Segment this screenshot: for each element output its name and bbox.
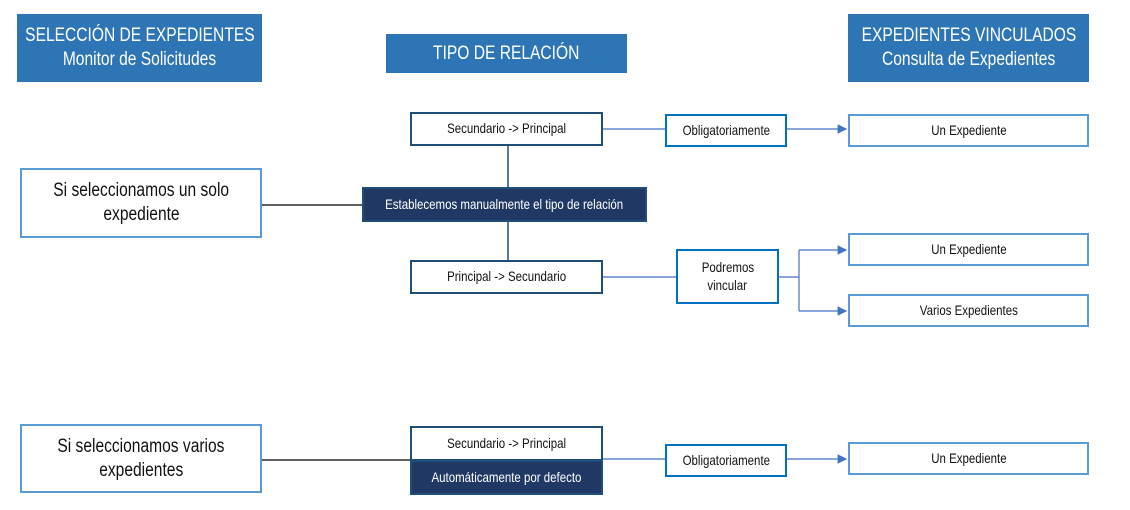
header-title: TIPO DE RELACIÓN: [433, 42, 580, 64]
varios-expedientes-box: Varios Expedientes: [848, 294, 1089, 327]
un-expediente-box: Un Expediente: [848, 442, 1089, 475]
obligatorio-box: Obligatoriamente: [665, 114, 787, 147]
label: Obligatoriamente: [682, 451, 770, 468]
header-subtitle: Consulta de Expedientes: [881, 49, 1056, 70]
header-subtitle: Monitor de Solicitudes: [62, 49, 217, 70]
auto-default-box: Automáticamente por defecto: [410, 460, 603, 495]
label: Podremos: [701, 259, 754, 275]
sec-prin-box: Secundario -> Principal: [410, 112, 603, 146]
header-title: SELECCIÓN DE EXPEDIENTES: [24, 25, 255, 47]
header-tipo-relacion: TIPO DE RELACIÓN: [386, 34, 627, 73]
label: Si seleccionamos varios: [57, 435, 225, 457]
label: Varios Expedientes: [919, 301, 1018, 318]
label: vincular: [707, 276, 748, 293]
label: Si seleccionamos un solo: [53, 180, 229, 202]
label: expedientes: [98, 459, 184, 481]
label: expediente: [102, 204, 180, 225]
header-seleccion: SELECCIÓN DE EXPEDIENTES Monitor de Soli…: [17, 14, 262, 82]
header-vinculados: EXPEDIENTES VINCULADOS Consulta de Exped…: [848, 14, 1089, 82]
label: Establecemos manualmente el tipo de rela…: [385, 195, 624, 212]
label: Automáticamente por defecto: [431, 468, 582, 485]
sec-prin-box: Secundario -> Principal: [410, 426, 603, 461]
un-expediente-box: Un Expediente: [848, 233, 1089, 266]
single-selection-box: Si seleccionamos un solo expediente: [20, 168, 262, 238]
label: Un Expediente: [930, 449, 1007, 466]
prin-sec-box: Principal -> Secundario: [410, 260, 603, 294]
multiple-selection-box: Si seleccionamos varios expedientes: [20, 424, 262, 493]
header-title: EXPEDIENTES VINCULADOS: [861, 25, 1076, 47]
label: Un Expediente: [930, 240, 1007, 257]
label: Obligatoriamente: [682, 121, 770, 138]
label: Secundario -> Principal: [446, 120, 566, 137]
obligatorio-box: Obligatoriamente: [665, 444, 787, 477]
label: Principal -> Secundario: [446, 268, 566, 285]
un-expediente-box: Un Expediente: [848, 114, 1089, 147]
label: Un Expediente: [930, 121, 1007, 138]
label: Secundario -> Principal: [446, 434, 566, 451]
manual-relation-box: Establecemos manualmente el tipo de rela…: [362, 187, 647, 222]
podremos-vincular-box: Podremos vincular: [676, 249, 779, 304]
